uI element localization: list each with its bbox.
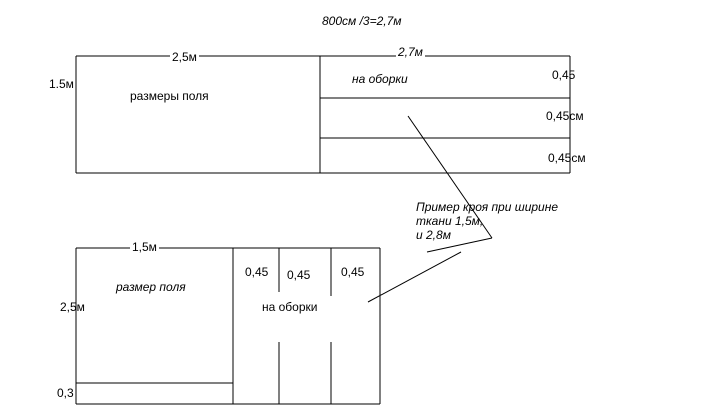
- top-strip-1-label: 0,45: [552, 68, 576, 82]
- cut-example-note: Пример кроя при ширине ткани 1,5м, и 2,8…: [416, 200, 616, 242]
- pointer-line-bottom: [367, 251, 462, 303]
- cut-example-line-2: ткани 1,5м,: [416, 214, 484, 228]
- pointer-hook: [426, 237, 493, 253]
- bottom-width-label: 1,5м: [130, 240, 159, 254]
- cut-example-line-1: Пример кроя при ширине: [416, 200, 558, 214]
- top-width-right-label: 2,7м: [396, 45, 425, 59]
- bottom-strip-1-label: 0,45: [245, 265, 269, 279]
- bottom-strip-2-label: 0,45: [287, 268, 311, 282]
- bottom-field-label: размер поля: [116, 280, 186, 294]
- top-strip-3-label: 0,45см: [548, 151, 586, 165]
- pointer-line-top: [407, 115, 493, 239]
- top-field-label: размеры поля: [130, 89, 209, 103]
- top-height-label: 1.5м: [49, 77, 74, 91]
- cut-example-line-3: и 2,8м: [416, 228, 451, 242]
- top-strip-2-label: 0,45см: [546, 109, 584, 123]
- top-width-left-label: 2,5м: [170, 50, 199, 64]
- bottom-ruffle-label: на оборки: [262, 300, 318, 314]
- bottom-strip-3-label: 0,45: [341, 265, 365, 279]
- top-ruffle-label: на оборки: [352, 72, 408, 86]
- formula-label: 800см /3=2,7м: [322, 14, 402, 28]
- bottom-margin-label: 0,3: [57, 386, 74, 400]
- bottom-height-label: 2,5м: [60, 300, 85, 314]
